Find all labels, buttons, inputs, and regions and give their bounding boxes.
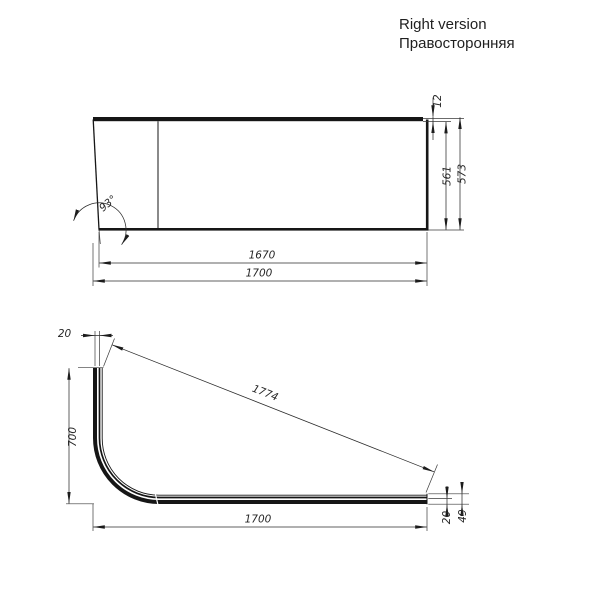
plan-panel-band [93,368,428,506]
dim-1774-label: 1774 [250,383,279,404]
dimension-plan-length-1700: 1700 [92,514,428,529]
band-outer-face [93,368,427,504]
dimension-end-49: 49 [457,481,469,523]
dimension-diagonal-1774: 1774 [111,344,435,473]
dim-573-label: 573 [457,164,469,184]
angle-arc [73,202,130,246]
dim-1700-label: 1700 [246,268,273,280]
band-joint-notch [154,494,159,506]
dimension-length-1670: 1670 [98,250,428,265]
dim-20end-label: 20 [441,511,453,525]
drawing-title: Right version Правосторонняя [399,16,515,52]
dim-561-label: 561 [442,166,454,186]
angle-label: 93° [97,193,119,214]
panel-right-edge [425,119,429,231]
front-panel-outline [92,117,429,245]
dim-700-label: 700 [67,427,79,447]
ext-1774-upper [103,338,115,367]
ext-1774-lower [425,464,438,493]
dim-20top-label: 20 [58,328,72,340]
dim-1774-line [111,344,435,473]
dimension-rim-12: 12 [431,94,444,140]
dimension-height-573: 573 [457,117,469,231]
dimension-height-561: 561 [442,121,454,231]
plan-view: 20 700 1774 1700 20 49 [58,328,469,531]
band-middle-line [98,368,427,499]
dimension-depth-700: 700 [67,367,79,504]
panel-bottom-edge [98,228,429,231]
dimension-end-20: 20 [441,486,453,524]
front-view: 12 561 573 1670 1700 93° [73,94,469,286]
title-ru: Правосторонняя [399,35,515,52]
title-en: Right version [399,16,487,33]
dimension-top-20: 20 [58,328,113,340]
dim-1670-label: 1670 [249,250,276,262]
dim-12-label: 12 [432,94,444,108]
dim-1700plan-label: 1700 [245,514,272,526]
dimension-length-1700: 1700 [92,268,428,283]
panel-rim-bar [93,117,423,122]
band-inner-face [101,368,427,496]
dim-49-label: 49 [457,509,469,523]
panel-left-slant-edge [92,119,100,230]
